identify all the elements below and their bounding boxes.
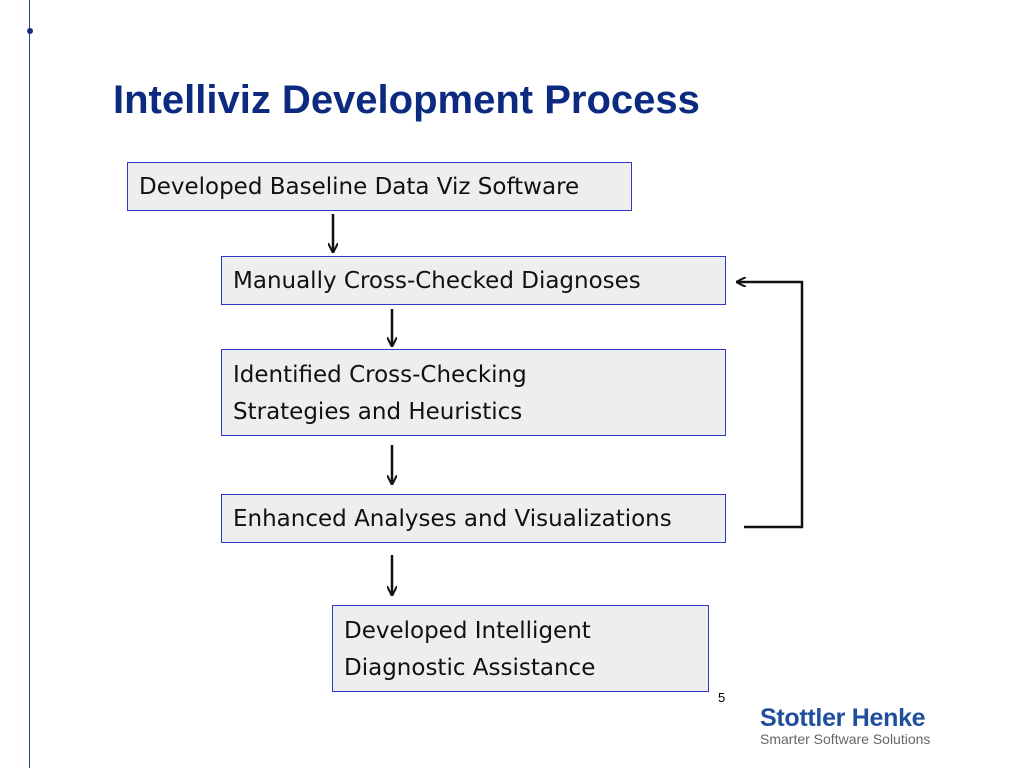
step-identified-strategies: Identified Cross-Checking Strategies and…	[221, 349, 726, 436]
feedback-loop-arrow	[737, 282, 804, 529]
step-manual-cross-check: Manually Cross-Checked Diagnoses	[221, 256, 726, 305]
logo-name: Stottler Henke	[760, 704, 926, 732]
step-intelligent-assistance: Developed Intelligent Diagnostic Assista…	[332, 605, 709, 692]
company-logo: Stottler Henke Smarter Software Solution…	[760, 704, 930, 747]
left-border-line	[29, 0, 30, 768]
slide-title: Intelliviz Development Process	[113, 78, 700, 122]
step-baseline-software: Developed Baseline Data Viz Software	[127, 162, 632, 211]
left-border-dot	[27, 28, 33, 34]
logo-tagline: Smarter Software Solutions	[760, 731, 931, 747]
page-number: 5	[718, 690, 726, 705]
step-enhanced-analyses: Enhanced Analyses and Visualizations	[221, 494, 726, 543]
